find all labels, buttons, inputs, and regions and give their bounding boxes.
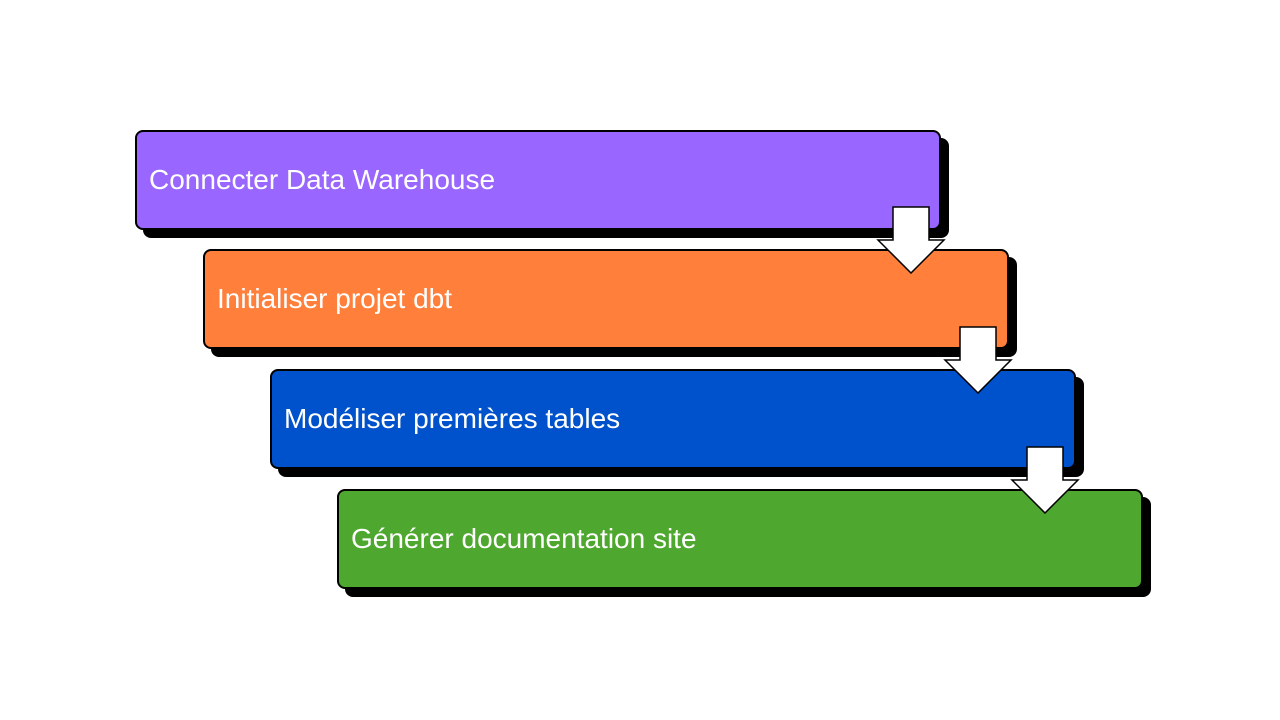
step-box-model-tables: Modéliser premières tables	[270, 369, 1076, 469]
step-label: Connecter Data Warehouse	[149, 164, 496, 195]
step-label: Initialiser projet dbt	[217, 283, 453, 314]
step-box-init-dbt-project: Initialiser projet dbt	[203, 249, 1009, 349]
step-box-connect-warehouse: Connecter Data Warehouse	[135, 130, 941, 230]
step-label: Générer documentation site	[351, 523, 697, 554]
down-arrow-icon	[876, 206, 946, 274]
step-label: Modéliser premières tables	[284, 403, 621, 434]
down-arrow-icon	[943, 326, 1013, 394]
down-arrow-icon	[1010, 446, 1080, 514]
step-box-generate-docs: Générer documentation site	[337, 489, 1143, 589]
